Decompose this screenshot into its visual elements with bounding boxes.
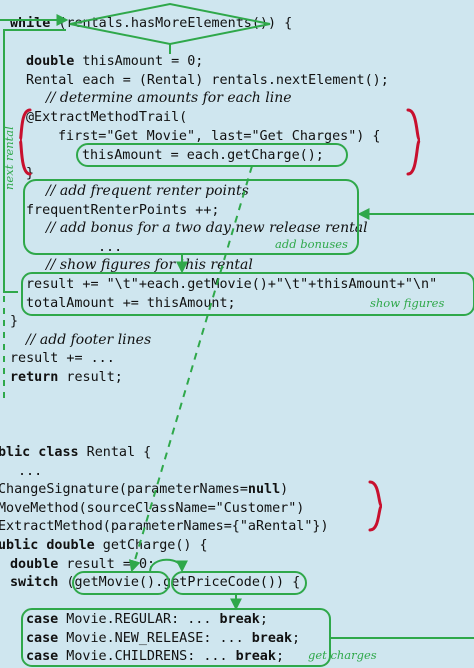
get-charges-box bbox=[21, 608, 331, 667]
code-line-case-childrens: case Movie.CHILDRENS: ... break; bbox=[26, 649, 284, 664]
null-keyword: null bbox=[247, 482, 281, 497]
code-line-result-footer: result += ... bbox=[10, 351, 115, 366]
code-line-change-signature: ChangeSignature(parameterNames=null) bbox=[0, 482, 289, 497]
break-keyword: break bbox=[219, 612, 260, 627]
case-keyword: case bbox=[26, 649, 59, 664]
get-movie-highlight bbox=[72, 571, 170, 595]
code-line-extract-method-trail: @ExtractMethodTrail( bbox=[26, 110, 188, 125]
comment-add-bonus: // add bonus for a two day new release r… bbox=[46, 220, 368, 236]
next-rental-label: next rental bbox=[2, 126, 16, 190]
next-rental-loop-line bbox=[3, 29, 66, 293]
double-keyword-2: double bbox=[10, 557, 59, 572]
switch-keyword: switch bbox=[10, 575, 59, 590]
code-line-result-append: result += "\t"+each.getMovie()+"\t"+this… bbox=[26, 277, 438, 292]
get-price-code-highlight bbox=[171, 571, 307, 595]
code-line-case-regular: case Movie.REGULAR: ... break; bbox=[26, 612, 268, 627]
get-charges-label: get charges bbox=[308, 648, 377, 662]
comment-show-figures: // show figures for this rental bbox=[46, 257, 253, 273]
code-line-close-while: } bbox=[10, 314, 19, 329]
code-line-switch: switch (getMovie().getPriceCode()) { bbox=[10, 575, 301, 590]
code-line-class-rental: blic class Rental { bbox=[0, 445, 152, 460]
comment-footer-lines: // add footer lines bbox=[26, 332, 152, 348]
show-figures-box bbox=[21, 272, 474, 316]
loop-condition-diamond bbox=[69, 2, 271, 46]
code-line-class-ellipsis: ... bbox=[18, 464, 43, 479]
code-line-total-amount: totalAmount += thisAmount; bbox=[26, 296, 236, 311]
code-line-frequent-renter: frequentRenterPoints ++; bbox=[26, 203, 220, 218]
show-figures-label: show figures bbox=[370, 296, 445, 310]
code-line-move-method: MoveMethod(sourceClassName="Customer") bbox=[0, 501, 305, 516]
rental-refactor-brace bbox=[368, 480, 384, 532]
code-line-rental-each: Rental each = (Rental) rentals.nextEleme… bbox=[26, 73, 389, 88]
get-charge-highlight bbox=[76, 143, 348, 167]
break-keyword: break bbox=[235, 649, 276, 664]
public-double-keyword: ublic double bbox=[0, 538, 95, 553]
get-charge-to-get-movie-arrow bbox=[128, 165, 253, 573]
code-line-ellipsis: ... bbox=[98, 240, 123, 255]
code-line-get-charge-decl: ublic double getCharge() { bbox=[0, 538, 208, 553]
code-line-get-charge-call: thisAmount = each.getCharge(); bbox=[82, 148, 324, 163]
comment-determine-amounts: // determine amounts for each line bbox=[46, 90, 292, 106]
class-keyword: blic class bbox=[0, 445, 79, 460]
code-line-extract-method: ExtractMethod(parameterNames={"aRental"}… bbox=[0, 519, 329, 534]
comment-frequent-renter: // add frequent renter points bbox=[46, 183, 249, 199]
left-trail-brace bbox=[18, 108, 32, 176]
double-keyword: double bbox=[26, 54, 75, 69]
code-line-double-result: double result = 0; bbox=[10, 557, 156, 572]
return-keyword: return bbox=[10, 370, 59, 385]
return-value: result; bbox=[58, 370, 123, 385]
add-bonuses-label: add bonuses bbox=[275, 237, 348, 251]
code-line-double-this-amount: double thisAmount = 0; bbox=[26, 54, 204, 69]
right-trail-brace bbox=[406, 108, 422, 176]
break-keyword: break bbox=[251, 631, 293, 646]
charges-return-arrow bbox=[330, 214, 474, 639]
get-movie-to-price-code-arrow bbox=[149, 558, 188, 573]
case-keyword: case bbox=[26, 612, 59, 627]
code-line-trail-params: first="Get Movie", last="Get Charges") { bbox=[58, 129, 381, 144]
code-line-case-new-release: case Movie.NEW_RELEASE: ... break; bbox=[26, 631, 301, 646]
case-keyword: case bbox=[26, 631, 59, 646]
code-line-return: return result; bbox=[10, 368, 123, 387]
